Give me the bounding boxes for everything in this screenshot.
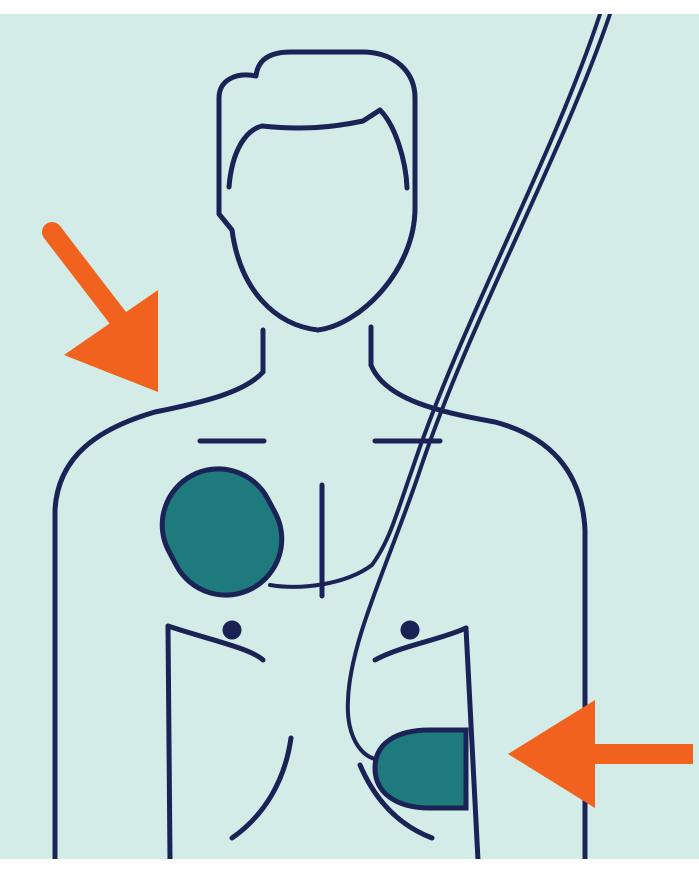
lower-left-side-pad bbox=[375, 730, 466, 808]
nipple-left bbox=[225, 623, 239, 637]
frame-bottom bbox=[0, 859, 699, 869]
nipple-right bbox=[403, 623, 417, 637]
aed-pad-icon bbox=[375, 730, 466, 808]
arm-line-left bbox=[168, 626, 170, 860]
frame-top bbox=[0, 0, 699, 14]
